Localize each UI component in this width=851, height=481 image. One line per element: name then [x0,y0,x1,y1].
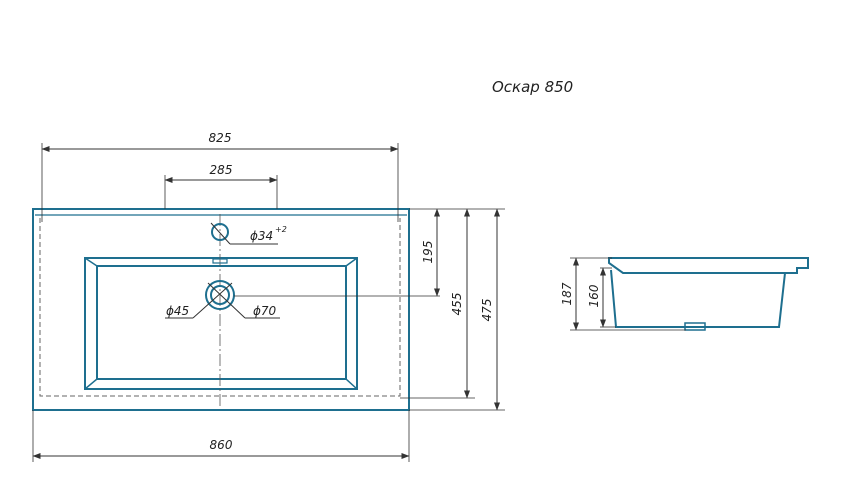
drain-inner-label: ϕ45 [166,304,189,318]
dim-860-label: 860 [210,438,233,452]
bowl-chamfer-tl [84,257,98,267]
top-view: ϕ34 +2 ϕ45 ϕ70 [32,208,440,411]
dim-475-label: 475 [480,299,494,322]
drain-inner [210,285,230,305]
side-view-basin [610,269,786,328]
dim-160-label: 160 [587,284,601,307]
side-view: 187 160 [560,257,809,331]
top-view-dimensions: 825 285 860 195 455 475 [32,131,505,462]
overflow-slot [212,258,228,264]
bowl-outer-edge [84,257,358,390]
dim-195-label: 195 [421,241,435,264]
drain-leader-left [192,282,233,319]
top-view-outline [32,208,410,411]
drain-outer-label: ϕ70 [253,304,277,318]
drain-outer [205,280,235,310]
faucet-hole-leader [210,222,231,245]
dim-187-label: 187 [560,282,574,305]
faucet-hole-label: ϕ34 [250,229,273,243]
side-view-rim [608,257,809,274]
bowl-chamfer-tr [345,257,358,267]
faucet-hole-tolerance: +2 [275,225,287,234]
bowl-chamfer-bl [84,378,98,390]
top-view-hidden-contour [39,218,401,397]
drain-leader-right [207,282,246,319]
side-view-drain [684,322,706,331]
dim-285-label: 285 [210,163,233,177]
dim-825-label: 825 [209,131,232,145]
bowl-chamfer-br [345,378,358,390]
bowl-inner-edge [96,265,347,380]
drawing-title: Оскар 850 [492,78,573,96]
faucet-hole [211,223,229,241]
dim-455-label: 455 [450,293,464,316]
